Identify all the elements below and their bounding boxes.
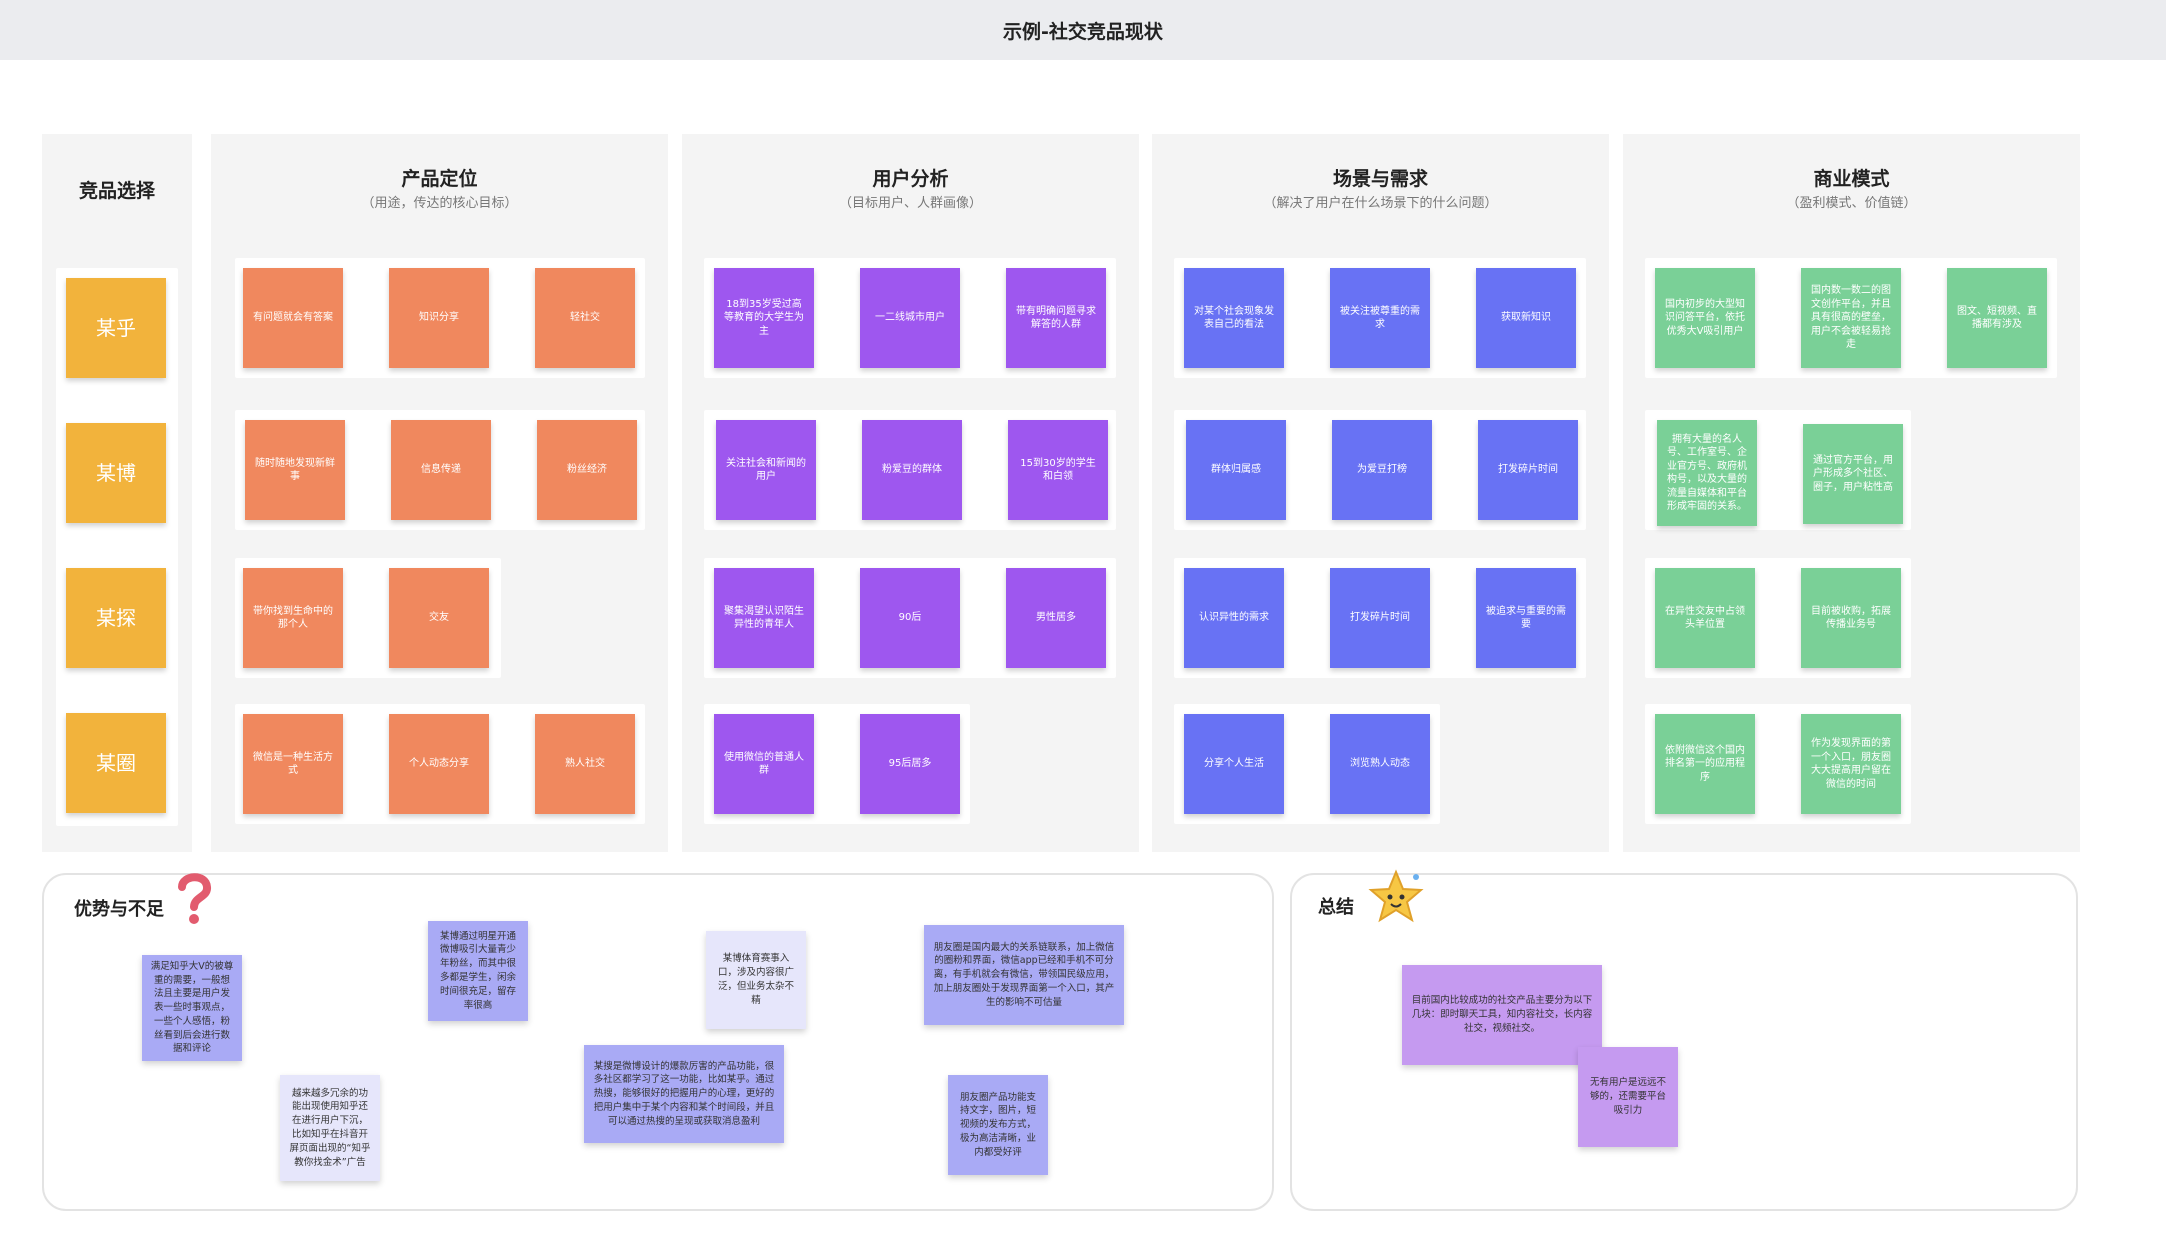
sticky-note[interactable]: 拥有大量的名人号、工作室号、企业官方号、政府机构号，以及大量的流量自媒体和平台形…	[1657, 420, 1757, 526]
column-title: 用户分析	[872, 168, 949, 190]
summary-frame: 总结 目前国内比较成功的社交产品主要分为以下几块：即时聊天工具，知内容社交，长内…	[1290, 869, 2078, 1211]
sticky-note[interactable]: 打发碎片时间	[1478, 420, 1578, 520]
sticky-note[interactable]: 熟人社交	[535, 714, 635, 814]
column-subtitle: （盈利模式、价值链）	[1786, 196, 1917, 211]
sticky-note[interactable]: 95后居多	[860, 714, 960, 814]
sticky-note[interactable]: 关注社会和新闻的用户	[716, 420, 816, 520]
sticky-note[interactable]: 15到30岁的学生和白领	[1008, 420, 1108, 520]
sticky-note[interactable]: 交友	[389, 568, 489, 668]
column-subtitle: （解决了用户在什么场景下的什么问题）	[1263, 196, 1498, 211]
sticky-note[interactable]: 某搜是微博设计的爆款厉害的产品功能，很多社区都学习了这一功能，比如某乎。通过热搜…	[584, 1045, 784, 1143]
sticky-note[interactable]: 聚集渴望认识陌生异性的青年人	[714, 568, 814, 668]
sticky-note[interactable]: 一二线城市用户	[860, 268, 960, 368]
sticky-note[interactable]: 打发碎片时间	[1330, 568, 1430, 668]
sticky-note[interactable]: 微信是一种生活方式	[243, 714, 343, 814]
column-title: 场景与需求	[1332, 168, 1428, 190]
sticky-note[interactable]: 轻社交	[535, 268, 635, 368]
sticky-note[interactable]: 浏览熟人动态	[1330, 714, 1430, 814]
sticky-note[interactable]: 国内数一数二的图文创作平台，并且具有很高的壁垒，用户不会被轻易抢走	[1801, 268, 1901, 368]
sticky-note[interactable]: 认识异性的需求	[1184, 568, 1284, 668]
column-choice: 竞品选择 某乎 某博 某探 某圈	[42, 134, 192, 852]
sticky-note[interactable]: 男性居多	[1006, 568, 1106, 668]
column-title: 产品定位	[401, 168, 478, 190]
pros-cons-title: 优势与不足	[74, 899, 164, 920]
star-icon	[1368, 869, 1424, 925]
column-title: 竞品选择	[78, 180, 155, 202]
sticky-note[interactable]: 群体归属感	[1186, 420, 1286, 520]
sticky-note[interactable]: 信息传递	[391, 420, 491, 520]
product-note-weibo[interactable]: 某博	[66, 423, 166, 523]
column-subtitle: （目标用户、人群画像）	[838, 196, 982, 211]
product-note-tantan[interactable]: 某探	[66, 568, 166, 668]
sticky-note[interactable]: 作为发现界面的第一个入口，朋友圈大大提高用户留在微信的时间	[1801, 714, 1901, 814]
column-business: 商业模式 （盈利模式、价值链） 国内初步的大型知识问答平台，依托优秀大V吸引用户…	[1623, 134, 2080, 852]
sticky-note[interactable]: 越来越多冗余的功能出现使用知乎还在进行用户下沉，比如知乎在抖音开屏页面出现的“知…	[280, 1075, 380, 1181]
sticky-note[interactable]: 某博通过明星开通微博吸引大量青少年粉丝，而其中很多都是学生，闲余时间很充足，留存…	[428, 921, 528, 1021]
sticky-note[interactable]: 无有用户是远远不够的，还需要平台吸引力	[1578, 1047, 1678, 1147]
sticky-note[interactable]: 个人动态分享	[389, 714, 489, 814]
sticky-note[interactable]: 被追求与重要的需要	[1476, 568, 1576, 668]
sticky-note[interactable]: 随时随地发现新鲜事	[245, 420, 345, 520]
sticky-note[interactable]: 粉爱豆的群体	[862, 420, 962, 520]
question-mark-icon	[174, 871, 214, 927]
sticky-note[interactable]: 依附微信这个国内排名第一的应用程序	[1655, 714, 1755, 814]
sticky-note[interactable]: 获取新知识	[1476, 268, 1576, 368]
sticky-note[interactable]: 对某个社会现象发表自己的看法	[1184, 268, 1284, 368]
sticky-note[interactable]: 90后	[860, 568, 960, 668]
column-scenes: 场景与需求 （解决了用户在什么场景下的什么问题） 对某个社会现象发表自己的看法 …	[1152, 134, 1609, 852]
column-positioning: 产品定位 （用途，传达的核心目标） 有问题就会有答案 知识分享 轻社交 随时随地…	[211, 134, 668, 852]
sticky-note[interactable]: 目前国内比较成功的社交产品主要分为以下几块：即时聊天工具，知内容社交，长内容社交…	[1402, 965, 1602, 1065]
sticky-note[interactable]: 带有明确问题寻求解答的人群	[1006, 268, 1106, 368]
sticky-note[interactable]: 图文、短视频、直播都有涉及	[1947, 268, 2047, 368]
product-note-zhihu[interactable]: 某乎	[66, 278, 166, 378]
product-note-moments[interactable]: 某圈	[66, 713, 166, 813]
sticky-note[interactable]: 目前被收购，拓展传播业务号	[1801, 568, 1901, 668]
sticky-note[interactable]: 通过官方平台，用户形成多个社区、圈子，用户粘性高	[1803, 424, 1903, 524]
sticky-note[interactable]: 有问题就会有答案	[243, 268, 343, 368]
sticky-note[interactable]: 国内初步的大型知识问答平台，依托优秀大V吸引用户	[1655, 268, 1755, 368]
sticky-note[interactable]: 粉丝经济	[537, 420, 637, 520]
sticky-note[interactable]: 朋友圈产品功能支持文字，图片，短视频的发布方式，极为高洁清晰，业内都受好评	[948, 1075, 1048, 1175]
sticky-note[interactable]: 朋友圈是国内最大的关系链联系，加上微信的圈粉和界面，微信app已经和手机不可分离…	[924, 925, 1124, 1025]
sticky-note[interactable]: 某博体育赛事入口，涉及内容很广泛，但业务太杂不精	[706, 931, 806, 1029]
board-title: 示例-社交竞品现状	[0, 0, 2166, 60]
column-subtitle: （用途，传达的核心目标）	[361, 196, 518, 211]
sticky-note[interactable]: 在异性交友中占领头羊位置	[1655, 568, 1755, 668]
pros-cons-frame: 优势与不足 满足知乎大V的被尊重的需要，一般想法且主要是用户发表一些时事观点，一…	[42, 873, 1274, 1211]
sticky-note[interactable]: 满足知乎大V的被尊重的需要，一般想法且主要是用户发表一些时事观点，一些个人感悟，…	[142, 955, 242, 1061]
sticky-note[interactable]: 分享个人生活	[1184, 714, 1284, 814]
column-users: 用户分析 （目标用户、人群画像） 18到35岁受过高等教育的大学生为主 一二线城…	[682, 134, 1139, 852]
summary-title: 总结	[1318, 897, 1354, 918]
sticky-note[interactable]: 被关注被尊重的需求	[1330, 268, 1430, 368]
column-title: 商业模式	[1813, 168, 1890, 190]
sticky-note[interactable]: 为爱豆打榜	[1332, 420, 1432, 520]
sticky-note[interactable]: 知识分享	[389, 268, 489, 368]
sticky-note[interactable]: 使用微信的普通人群	[714, 714, 814, 814]
sticky-note[interactable]: 18到35岁受过高等教育的大学生为主	[714, 268, 814, 368]
sticky-note[interactable]: 带你找到生命中的那个人	[243, 568, 343, 668]
